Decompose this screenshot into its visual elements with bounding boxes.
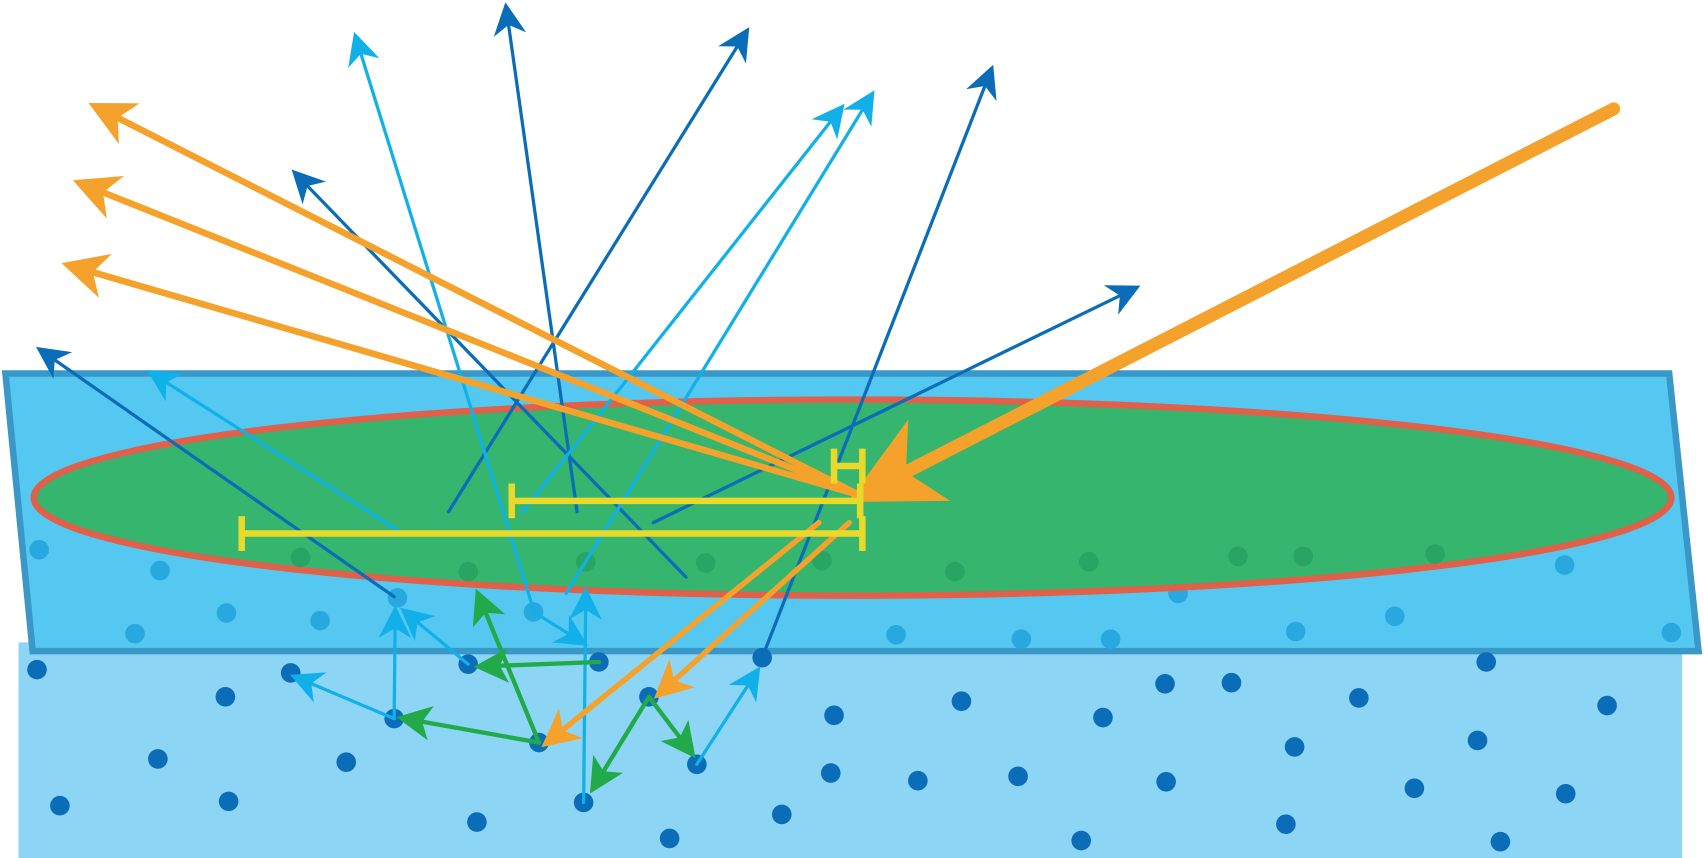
offset-distance-bars (238, 448, 866, 551)
scattered-ray-light-blue (564, 90, 875, 596)
upper-layer-particles (29, 540, 1682, 649)
particle (1276, 814, 1296, 835)
subsurface-scatter-arrow-green (473, 647, 602, 683)
particle (1221, 672, 1242, 693)
scattered-ray-dark-blue (36, 346, 396, 599)
particle (1467, 730, 1488, 751)
particle (695, 553, 716, 573)
particle (125, 623, 145, 644)
particle (1008, 766, 1028, 787)
particle (1384, 606, 1405, 627)
particle (387, 587, 408, 608)
particle (310, 610, 330, 631)
particle (1284, 737, 1305, 757)
particle (29, 540, 49, 560)
particle (280, 663, 301, 683)
reflected-ray-orange (72, 176, 864, 499)
ellipse-particles (290, 544, 1445, 582)
particle (467, 812, 487, 832)
particle (1661, 622, 1682, 643)
subsurface-scatter-arrow-green (589, 694, 652, 794)
particle (908, 770, 928, 791)
particle (659, 828, 680, 849)
reflected-ray-orange (88, 102, 864, 499)
particle (1597, 695, 1617, 716)
particle (150, 560, 170, 581)
subsurface-scatter-arrow (569, 586, 602, 805)
particle (945, 561, 965, 582)
subsurface-scatter-arrow (695, 666, 761, 766)
particle (216, 603, 237, 623)
particle (336, 752, 357, 772)
particle (1554, 555, 1575, 575)
particle (1011, 629, 1032, 649)
particle (1155, 673, 1175, 694)
refracted-ray-orange (541, 519, 822, 748)
particle (886, 624, 906, 645)
particle (218, 791, 239, 812)
particle (290, 547, 311, 568)
particle (1079, 552, 1099, 572)
reflected-ray-orange (61, 253, 864, 499)
subsurface-scatter-arrow-green (396, 706, 542, 745)
particle (1093, 707, 1113, 728)
subsurface-scatter-arrow (290, 672, 396, 721)
scattered-ray-dark-blue (493, 2, 579, 514)
scattered-ray-dark-blue (760, 64, 997, 660)
particle (1425, 544, 1445, 565)
particle (1476, 652, 1497, 672)
refracted-ray-orange (653, 519, 853, 699)
lower-layer-particles (27, 647, 1617, 852)
scattered-ray-light-blue (348, 31, 536, 612)
scattered-ray-light-blue (146, 369, 405, 536)
particle (824, 705, 844, 726)
particle (148, 749, 168, 769)
particle (812, 550, 832, 571)
lower-medium-layer (18, 642, 1683, 858)
particle (50, 795, 70, 816)
particle (458, 561, 478, 582)
incident-ray-orange (847, 102, 1621, 502)
particle (1156, 771, 1176, 792)
particle (1100, 629, 1121, 649)
particle (1071, 830, 1091, 851)
subsurface-scatter-arrow (531, 610, 589, 646)
particle (215, 687, 236, 707)
subsurface-scatter-arrow (378, 605, 412, 721)
particle (1285, 621, 1306, 642)
particle (1228, 546, 1248, 567)
light-rays (36, 2, 1621, 805)
subsurface-scatter-arrow-green (472, 588, 542, 745)
particle (27, 659, 47, 680)
scattered-ray-dark-blue (446, 27, 750, 514)
particle (1404, 778, 1425, 799)
scattered-ray-dark-blue (651, 285, 1141, 525)
particle (771, 804, 792, 825)
particle (1293, 546, 1314, 567)
particle (1555, 783, 1576, 804)
scattered-ray-light-blue (520, 103, 845, 514)
subsurface-scatter-arrow-green (646, 694, 696, 759)
particle (1490, 831, 1511, 852)
subsurface-scatter-arrow (400, 607, 470, 666)
particle (951, 691, 972, 712)
particle (1349, 688, 1369, 708)
particle (820, 763, 841, 783)
